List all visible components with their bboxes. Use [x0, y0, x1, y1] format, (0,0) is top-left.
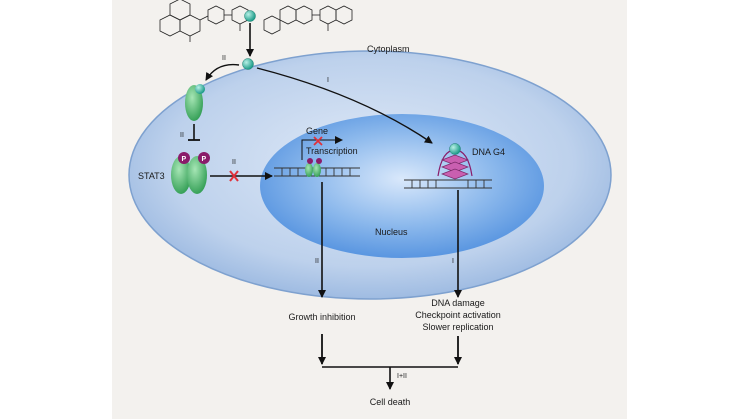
pathway-label-i: I	[452, 258, 454, 265]
pathway-label-ii: II	[180, 132, 184, 139]
drug-molecule	[244, 10, 256, 22]
gene-label: Gene	[306, 126, 328, 136]
transcription-arrow	[301, 136, 343, 160]
arrow-to-stat3	[205, 63, 240, 81]
pathway-label-ii: II	[315, 258, 319, 265]
nucleus-label: Nucleus	[375, 227, 408, 237]
compound-structure-left	[159, 0, 249, 42]
stat3-monomer	[185, 84, 205, 121]
nucleus	[260, 114, 544, 258]
slower-replication-label: Slower replication	[422, 322, 493, 332]
arrow-to-g4	[256, 67, 433, 144]
drug-molecule	[449, 143, 461, 155]
transcription-label: Transcription	[306, 146, 358, 156]
pathway-label-i: I	[327, 77, 329, 84]
g-quadruplex	[437, 149, 473, 180]
inhibition-cross	[313, 136, 323, 146]
stat3-label: STAT3	[138, 171, 165, 181]
inhibition-cross	[229, 170, 239, 182]
pathway-label-combined: I+II	[397, 373, 407, 380]
checkpoint-activation-label: Checkpoint activation	[415, 310, 501, 320]
dna-strand-g4	[404, 179, 492, 189]
growth-inhibition-label: Growth inhibition	[288, 312, 355, 322]
svg-text:P: P	[182, 156, 187, 163]
cell-death-label: Cell death	[370, 397, 411, 407]
dna-damage-label: DNA damage	[431, 298, 485, 308]
dna-g4-label: DNA G4	[472, 147, 505, 157]
stat3-bound-dna	[305, 158, 322, 177]
cytoplasm-label: Cytoplasm	[367, 44, 410, 54]
pathway-label-ii: II	[232, 159, 236, 166]
svg-text:P: P	[202, 156, 207, 163]
figure-panel: Cytoplasm Nucleus II I II	[112, 0, 627, 419]
compound-structure-right	[263, 5, 353, 35]
drug-molecule	[242, 58, 254, 70]
stat3-dimer: P P	[171, 152, 210, 194]
pathway-label-ii: II	[222, 55, 226, 62]
